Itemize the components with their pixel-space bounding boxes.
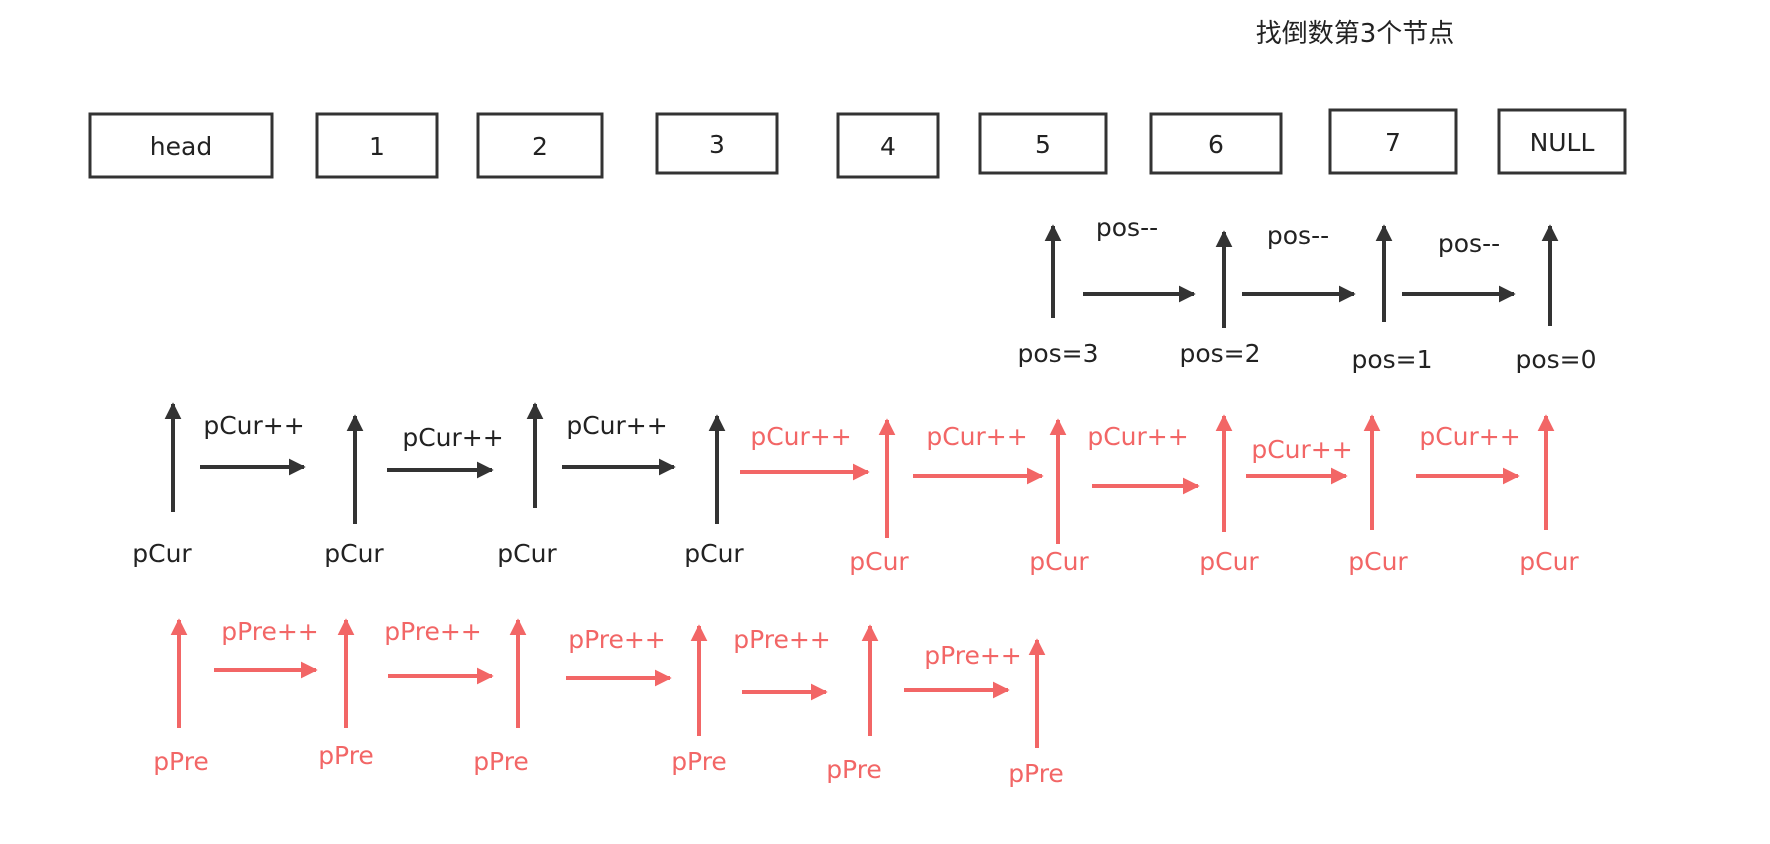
pcur-label: pCur [132,539,192,568]
node-null: NULL [1497,108,1627,175]
pos-step-label: pos-- [1096,213,1158,242]
pos-value-label: pos=1 [1351,345,1432,374]
pcur-label: pCur [1199,547,1259,576]
ppre-label: pPre [473,747,529,776]
ppre-label: pPre [153,747,209,776]
pcur-label: pCur [1348,547,1408,576]
pcur-step-label: pCur++ [1251,435,1352,464]
pcur-label: pCur [1519,547,1579,576]
node-label: NULL [1530,128,1595,157]
pcur-label: pCur [1029,547,1089,576]
pos-value-label: pos=3 [1017,339,1098,368]
node-5: 5 [978,112,1108,175]
node-label: 1 [369,132,385,161]
node-label: 4 [880,132,896,161]
pcur-step-label: pCur++ [203,411,304,440]
ppre-step-label: pPre++ [221,617,319,646]
pcur-label: pCur [849,547,909,576]
pcur-row: pCur++ pCur++ pCur++ pCur pCur pCur pCur… [132,402,1579,576]
node-label: 3 [709,130,725,159]
pos-row: pos-- pos-- pos-- pos=3 pos=2 pos=1 pos=… [1017,213,1596,374]
ppre-label: pPre [318,741,374,770]
node-box [315,112,439,179]
node-box [655,112,779,175]
node-box [836,112,940,179]
diagram-title: 找倒数第3个节点 [1256,19,1455,49]
node-label: 5 [1035,130,1051,159]
node-7: 7 [1328,108,1458,175]
node-box [978,112,1108,175]
pcur-step-label: pCur++ [402,423,503,452]
ppre-step-label: pPre++ [924,641,1022,670]
node-2: 2 [476,112,604,179]
node-box [1497,108,1627,175]
node-box [476,112,604,179]
node-6: 6 [1149,112,1283,175]
ppre-step-label: pPre++ [384,617,482,646]
node-box [1149,112,1283,175]
pcur-step-label: pCur++ [1419,422,1520,451]
ppre-label: pPre [1008,759,1064,788]
pcur-step-label: pCur++ [750,422,851,451]
pos-step-label: pos-- [1267,221,1329,250]
node-label: 2 [532,132,548,161]
node-4: 4 [836,112,940,179]
pcur-step-label: pCur++ [926,422,1027,451]
pcur-label: pCur [497,539,557,568]
pos-value-label: pos=2 [1179,339,1260,368]
node-head: head [88,112,274,179]
pcur-label: pCur [684,539,744,568]
node-row: head 1 2 3 4 5 6 7 [88,108,1627,179]
ppre-step-label: pPre++ [733,625,831,654]
node-box [1328,108,1458,175]
node-3: 3 [655,112,779,175]
node-box [88,112,274,179]
pcur-step-label: pCur++ [1087,422,1188,451]
pcur-step-label: pCur++ [566,411,667,440]
ppre-label: pPre [671,747,727,776]
ppre-label: pPre [826,755,882,784]
node-label: 7 [1385,128,1401,157]
node-label: 6 [1208,130,1224,159]
node-label: head [150,132,212,161]
pcur-label: pCur [324,539,384,568]
pos-value-label: pos=0 [1515,345,1596,374]
pos-step-label: pos-- [1438,229,1500,258]
ppre-step-label: pPre++ [568,625,666,654]
ppre-row: pPre++ pPre++ pPre++ pPre++ pPre++ pPre … [153,617,1064,788]
node-1: 1 [315,112,439,179]
